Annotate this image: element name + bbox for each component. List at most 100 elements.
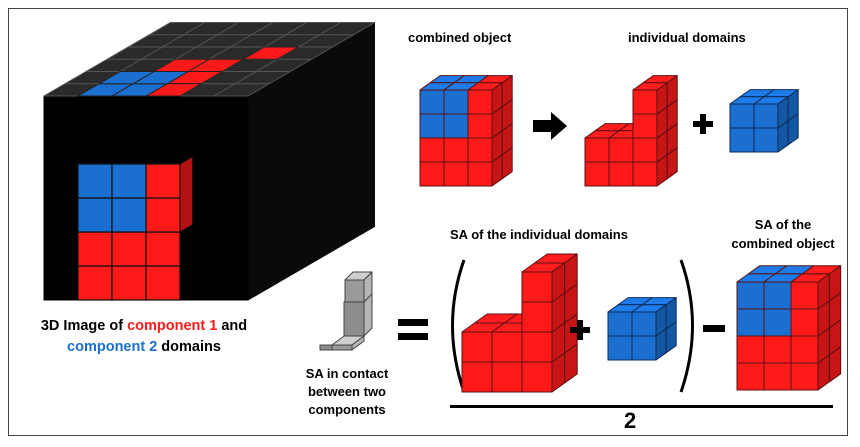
- voxel-face: [736, 308, 765, 337]
- voxel-face: [729, 127, 755, 153]
- voxel-face: [77, 197, 113, 233]
- voxel-face: [132, 71, 189, 85]
- voxel-face: [491, 361, 523, 393]
- minus-icon: [703, 325, 725, 332]
- voxel-face: [521, 361, 553, 393]
- equals-icon: [398, 319, 428, 340]
- voxel-face: [763, 362, 792, 391]
- voxel-face: [521, 331, 553, 363]
- caption-component-2: component 2: [67, 339, 158, 355]
- voxel-face: [491, 331, 523, 363]
- voxel-face: [319, 344, 333, 351]
- voxel-face: [111, 265, 147, 301]
- voxel-face: [419, 113, 445, 139]
- fraction-bar: [450, 405, 833, 408]
- combined-object-figure: [419, 75, 513, 187]
- voxel-face: [461, 361, 493, 393]
- voxel-face: [419, 161, 445, 187]
- plus-icon: [570, 320, 590, 340]
- contact-label-line1: SA in contact: [305, 366, 389, 381]
- voxel-face: [729, 103, 755, 129]
- header-sa-combined: SA of the combined object: [728, 215, 838, 253]
- voxel-face: [763, 335, 792, 364]
- voxel-face: [77, 163, 113, 199]
- voxel-face: [632, 113, 658, 139]
- voxel-face: [736, 281, 765, 310]
- voxel-face: [632, 137, 658, 163]
- header-individual-domains: individual domains: [628, 30, 746, 45]
- caption-component-1: component 1: [127, 318, 218, 334]
- voxel-face: [790, 308, 819, 337]
- voxel-face: [790, 281, 819, 310]
- left-paren-icon: [451, 259, 466, 393]
- voxel-face: [736, 335, 765, 364]
- sa-combined-object-figure: [736, 265, 842, 391]
- voxel-face: [77, 265, 113, 301]
- voxel-face: [607, 311, 633, 337]
- voxel-face: [331, 344, 353, 351]
- component-1-domain-figure: [584, 75, 678, 187]
- voxel-face: [443, 113, 469, 139]
- voxel-face: [521, 301, 553, 333]
- voxel-face: [77, 231, 113, 267]
- voxel-face: [343, 301, 365, 337]
- voxel-face: [467, 161, 493, 187]
- voxel-face: [790, 362, 819, 391]
- voxel-face: [145, 231, 181, 267]
- voxel-face: [443, 89, 469, 115]
- voxel-face: [584, 137, 610, 163]
- voxel-face: [631, 311, 657, 337]
- voxel-face: [790, 335, 819, 364]
- voxel-face: [584, 161, 610, 187]
- voxel-face: [351, 335, 365, 351]
- voxel-face: [467, 113, 493, 139]
- component-2-domain-figure: [729, 89, 799, 153]
- voxel-face: [111, 197, 147, 233]
- caption-middle: and: [217, 318, 248, 334]
- voxel-face: [145, 163, 181, 199]
- voxel-face: [607, 335, 633, 361]
- plus-icon: [693, 114, 713, 134]
- voxel-face: [443, 161, 469, 187]
- voxel-face: [363, 293, 373, 337]
- header-sa-combined-line1: SA of the: [754, 217, 812, 232]
- voxel-face: [179, 156, 194, 233]
- sa-component-2-figure: [607, 297, 677, 361]
- header-sa-combined-line2: combined object: [731, 236, 835, 251]
- voxel-face: [753, 103, 779, 129]
- contact-label-line2: between two: [307, 384, 386, 399]
- voxel-face: [467, 89, 493, 115]
- voxel-face: [419, 89, 445, 115]
- voxel-face: [145, 197, 181, 233]
- voxel-face: [443, 137, 469, 163]
- figure-caption: 3D Image of component 1 and component 2 …: [14, 316, 274, 358]
- voxel-face: [763, 308, 792, 337]
- voxel-face: [461, 331, 493, 363]
- voxel-face: [242, 46, 299, 60]
- voxel-face: [632, 161, 658, 187]
- right-paren-icon: [679, 259, 694, 393]
- denominator: 2: [624, 408, 637, 433]
- header-sa-individual: SA of the individual domains: [450, 227, 628, 242]
- voxel-face: [631, 335, 657, 361]
- contact-label: SA in contact between two components: [287, 365, 407, 419]
- figure-frame: [8, 8, 848, 436]
- voxel-face: [608, 137, 634, 163]
- voxel-face: [521, 271, 553, 303]
- contact-label-line3: components: [308, 402, 386, 417]
- voxel-face: [111, 163, 147, 199]
- caption-prefix: 3D Image of: [40, 318, 128, 334]
- voxel-face: [419, 137, 445, 163]
- voxel-face: [753, 127, 779, 153]
- arrow-icon: [533, 112, 567, 140]
- voxel-face: [608, 161, 634, 187]
- voxel-face: [111, 231, 147, 267]
- voxel-face: [736, 362, 765, 391]
- voxel-face: [632, 89, 658, 115]
- sa-component-1-figure: [461, 253, 578, 393]
- voxel-face: [763, 281, 792, 310]
- contact-surface-figure: [319, 271, 373, 351]
- voxel-face: [344, 279, 365, 303]
- header-combined-object: combined object: [408, 30, 512, 45]
